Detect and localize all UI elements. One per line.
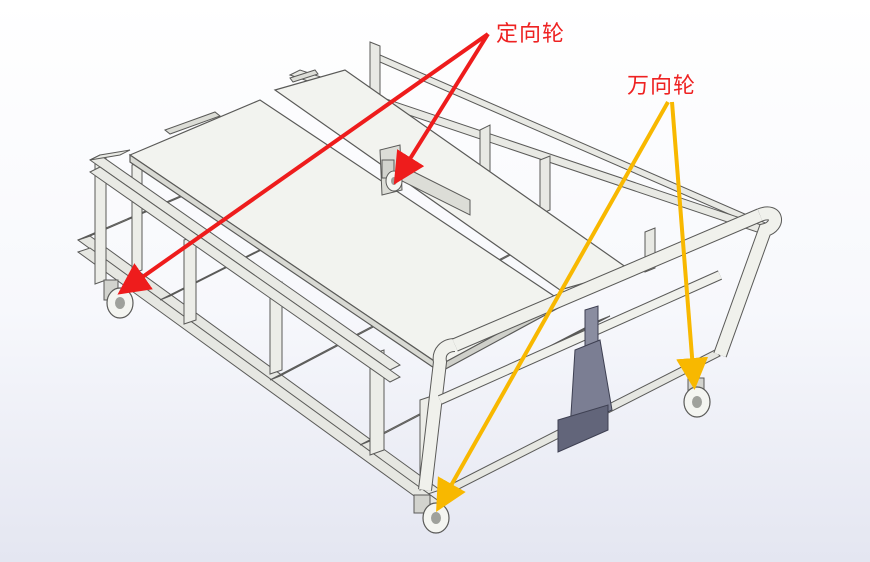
fixed-caster-wheel-front-left [103, 279, 134, 319]
fixed-caster-arrows [117, 32, 490, 295]
swivel-caster-label: 万向轮 [627, 74, 697, 99]
swivel-caster-arrows [436, 101, 709, 512]
swivel-caster-wheel-right [683, 377, 711, 418]
tow-bracket [557, 305, 613, 453]
side-rail [89, 149, 401, 383]
deck-plates [128, 69, 632, 374]
fixed-caster-label: 定向轮 [496, 22, 566, 47]
handle-plate [557, 404, 609, 453]
push-handle[interactable] [418, 206, 782, 491]
